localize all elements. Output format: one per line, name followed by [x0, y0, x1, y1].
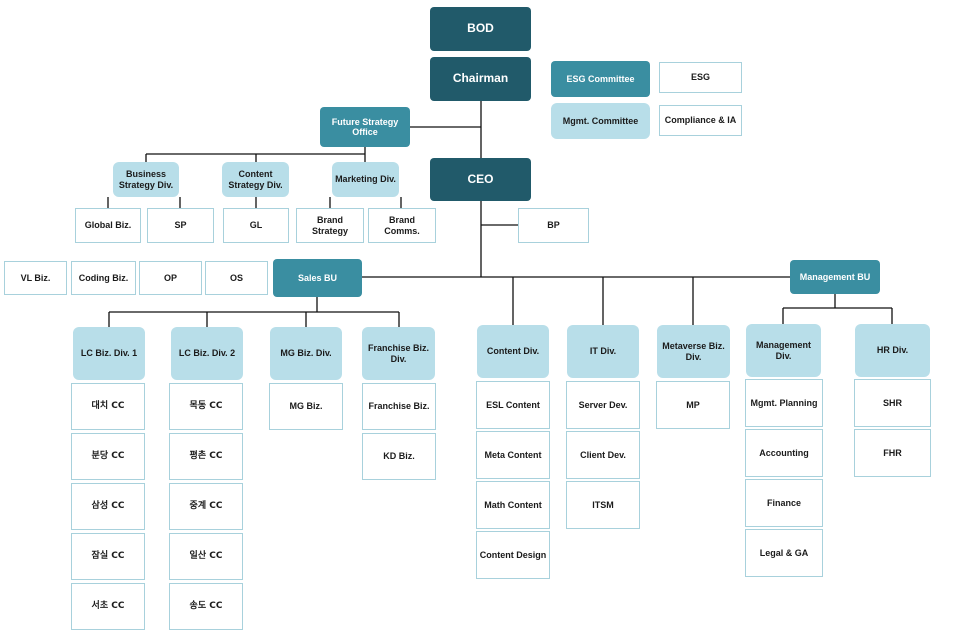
it-item: Client Dev.: [566, 431, 640, 479]
it-div-box: IT Div.: [567, 325, 639, 378]
brand-strategy-box: Brand Strategy: [296, 208, 364, 243]
lc-biz-div-2-box: LC Biz. Div. 2: [171, 327, 243, 380]
lc1-item: 서초 CC: [71, 583, 145, 630]
metaverse-biz-div-box: Metaverse Biz. Div.: [657, 325, 730, 378]
lc-biz-div-1-box: LC Biz. Div. 1: [73, 327, 145, 380]
hr-item: FHR: [854, 429, 931, 477]
lc2-item: 중계 CC: [169, 483, 243, 530]
sales-bu-box: Sales BU: [273, 259, 362, 297]
future-strategy-office-box: Future Strategy Office: [320, 107, 410, 147]
franchise-biz-div-box: Franchise Biz. Div.: [362, 327, 435, 380]
esg-committee-box: ESG Committee: [551, 61, 650, 97]
management-item: Legal & GA: [745, 529, 823, 577]
global-biz-box: Global Biz.: [75, 208, 141, 243]
lc1-item: 대치 CC: [71, 383, 145, 430]
mgmt-committee-box: Mgmt. Committee: [551, 103, 650, 139]
lc2-item: 송도 CC: [169, 583, 243, 630]
mg-biz-div-box: MG Biz. Div.: [270, 327, 342, 380]
mg-item: MG Biz.: [269, 383, 343, 430]
lc1-item: 삼성 CC: [71, 483, 145, 530]
content-item: Content Design: [476, 531, 550, 579]
bp-box: BP: [518, 208, 589, 243]
lc2-item: 일산 CC: [169, 533, 243, 580]
lc1-item: 분당 CC: [71, 433, 145, 480]
hr-div-box: HR Div.: [855, 324, 930, 377]
metaverse-item: MP: [656, 381, 730, 429]
management-bu-box: Management BU: [790, 260, 880, 294]
vl-biz-box: VL Biz.: [4, 261, 67, 295]
op-box: OP: [139, 261, 202, 295]
chairman-box: Chairman: [430, 57, 531, 101]
franchise-item: KD Biz.: [362, 433, 436, 480]
esg-box: ESG: [659, 62, 742, 93]
lc1-item: 잠실 CC: [71, 533, 145, 580]
compliance-box: Compliance & IA: [659, 105, 742, 136]
content-item: Math Content: [476, 481, 550, 529]
bod-box: BOD: [430, 7, 531, 51]
ceo-box: CEO: [430, 158, 531, 201]
it-item: ITSM: [566, 481, 640, 529]
gl-box: GL: [223, 208, 289, 243]
content-strategy-box: Content Strategy Div.: [222, 162, 289, 197]
content-item: ESL Content: [476, 381, 550, 429]
management-item: Mgmt. Planning: [745, 379, 823, 427]
content-div-box: Content Div.: [477, 325, 549, 378]
coding-biz-box: Coding Biz.: [71, 261, 136, 295]
os-box: OS: [205, 261, 268, 295]
content-item: Meta Content: [476, 431, 550, 479]
brand-comms-box: Brand Comms.: [368, 208, 436, 243]
management-item: Accounting: [745, 429, 823, 477]
management-div-box: Management Div.: [746, 324, 821, 377]
management-item: Finance: [745, 479, 823, 527]
it-item: Server Dev.: [566, 381, 640, 429]
franchise-item: Franchise Biz.: [362, 383, 436, 430]
hr-item: SHR: [854, 379, 931, 427]
business-strategy-box: Business Strategy Div.: [113, 162, 179, 197]
sp-box: SP: [147, 208, 214, 243]
lc2-item: 평촌 CC: [169, 433, 243, 480]
lc2-item: 목동 CC: [169, 383, 243, 430]
marketing-box: Marketing Div.: [332, 162, 399, 197]
